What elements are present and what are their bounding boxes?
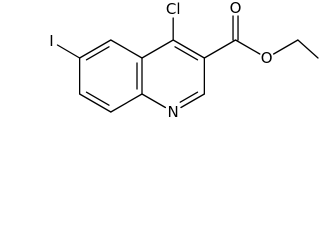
bond [78, 93, 112, 113]
bond [172, 39, 206, 59]
bond [110, 39, 143, 59]
double-bond [85, 46, 110, 61]
nitrogen-label: N [168, 103, 179, 121]
double-bond [179, 91, 199, 103]
bond [234, 39, 261, 55]
bond [56, 44, 81, 59]
bond [180, 93, 206, 109]
chlorine-label: Cl [166, 0, 181, 18]
double-bond [174, 46, 199, 61]
bond [203, 39, 237, 59]
carbonyl-oxygen-label: O [230, 0, 242, 17]
bond [141, 39, 174, 59]
iodine-label: I [49, 32, 53, 50]
chemical-structure: Cl I N O O [49, 0, 319, 121]
bond [297, 39, 319, 59]
bond [78, 39, 112, 59]
ester-oxygen-label: O [261, 49, 273, 67]
bond [110, 93, 143, 113]
bond [141, 93, 167, 109]
bond [272, 39, 299, 55]
double-bond [85, 91, 110, 106]
